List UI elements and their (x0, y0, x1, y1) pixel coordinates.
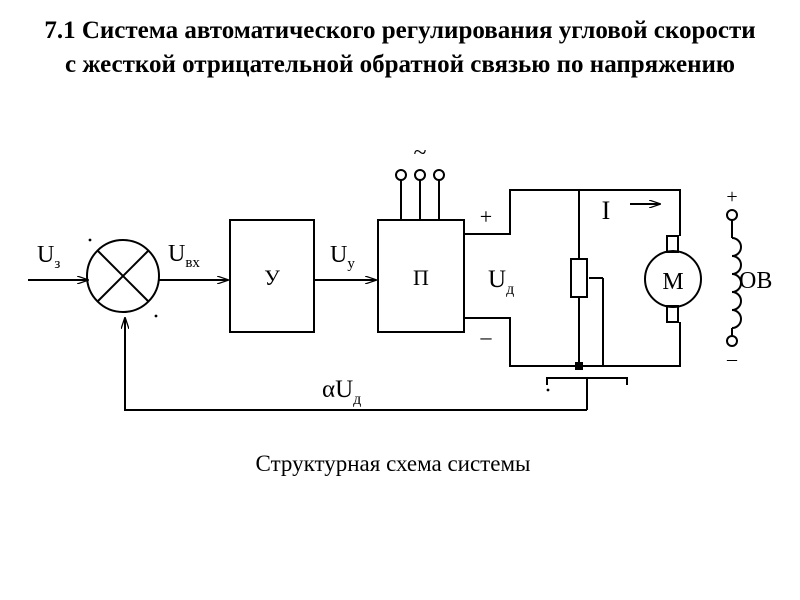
motor-voltage-label: Uд (488, 266, 514, 298)
feedback-label: αUд (322, 376, 361, 408)
negative-terminal-label: – (480, 324, 493, 349)
field-plus-label: + (726, 186, 737, 208)
ac-terminal-2 (414, 169, 426, 181)
converter-label: П (413, 265, 429, 290)
title-line-1: 7.1 Система автоматического регулировани… (44, 17, 756, 44)
summing-junction (86, 239, 160, 313)
field-minus-label: – (726, 348, 738, 370)
field-winding-coil (731, 237, 742, 329)
slide-title: 7.1 Система автоматического регулировани… (0, 14, 800, 82)
input-voltage-label: Uвх (168, 241, 200, 271)
field-terminal-top (726, 209, 738, 221)
setpoint-voltage-label: Uз (37, 242, 60, 272)
summing-junction-cross-b (97, 250, 149, 302)
wiper-junction-dot (575, 362, 583, 370)
motor-brush-bottom (666, 305, 679, 323)
feedback-line (125, 318, 587, 411)
positive-terminal-label: + (480, 204, 492, 229)
positive-bus (464, 189, 681, 236)
ac-terminal-1 (395, 169, 407, 181)
amplifier-block (229, 219, 315, 333)
title-line-2: с жесткой отрицательной обратной связью … (64, 51, 736, 78)
field-winding-label: ОВ (739, 268, 772, 294)
amplifier-voltage-label: Uу (330, 242, 355, 272)
negative-bus (464, 317, 681, 367)
ac-terminal-3 (433, 169, 445, 181)
motor-brush-top (666, 235, 679, 253)
ac-supply-label: ~ (414, 140, 427, 166)
amplifier-label: У (264, 265, 280, 290)
diagram-caption: Структурная схема системы (255, 451, 531, 476)
field-terminal-bottom (726, 335, 738, 347)
current-label: I (602, 196, 611, 225)
potentiometer (570, 258, 588, 298)
motor-label: М (662, 269, 683, 295)
